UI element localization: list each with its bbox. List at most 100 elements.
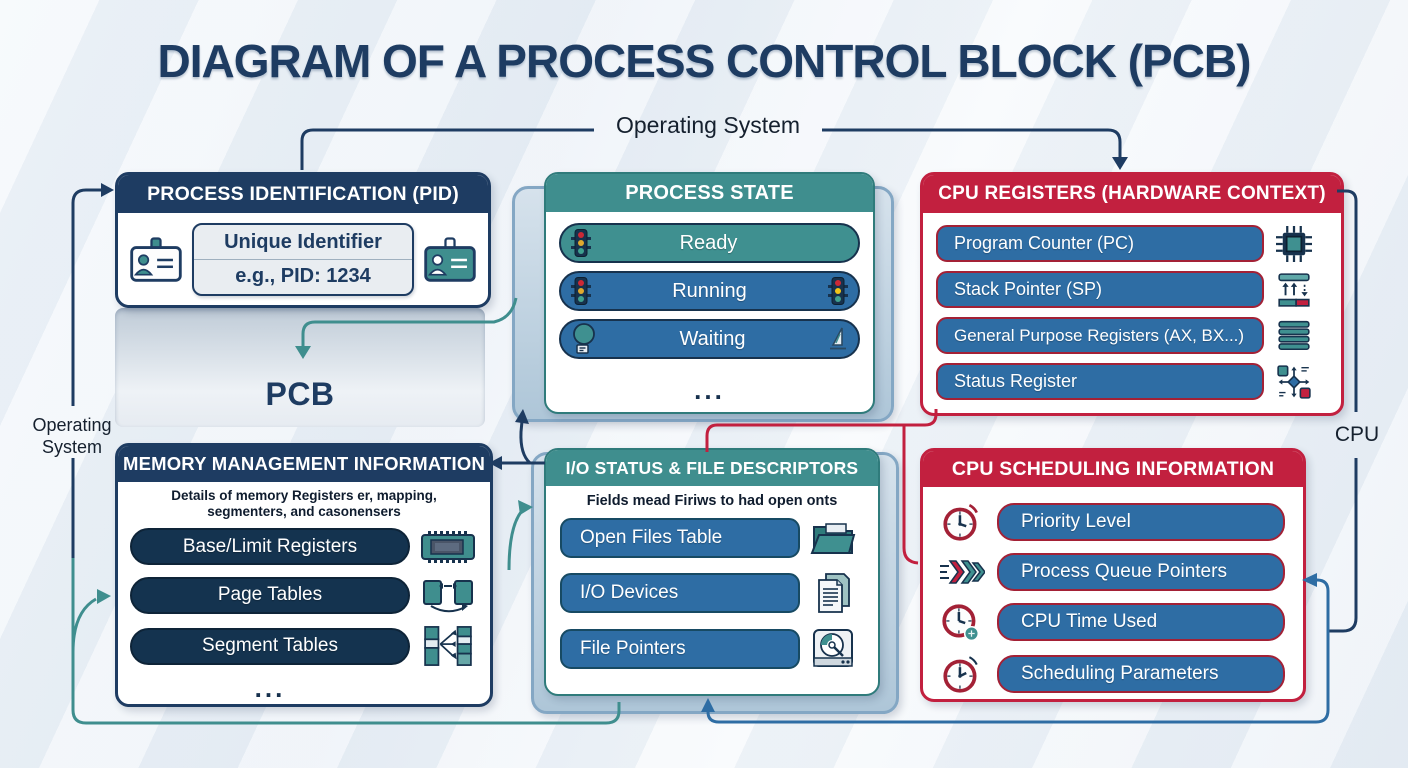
status-register-pill: Status Register xyxy=(936,363,1264,400)
scheduling-row: Priority Level xyxy=(939,501,1303,543)
process-state-ellipsis: ... xyxy=(694,375,725,405)
file-pointers-pill: File Pointers xyxy=(560,629,800,669)
scheduling-row: Scheduling Parameters xyxy=(939,653,1303,695)
base-limit-registers-label: Base/Limit Registers xyxy=(182,535,358,557)
memory-management-box: MEMORY MANAGEMENT INFORMATION Details of… xyxy=(115,443,493,707)
traffic-light-icon xyxy=(828,277,848,305)
right-side-label: CPU xyxy=(1334,423,1380,446)
left-side-label-line1: Operating xyxy=(32,415,112,435)
state-ready-label: Ready xyxy=(679,231,738,254)
process-queue-pointers-pill: Process Queue Pointers xyxy=(997,553,1285,591)
cpu-registers-box: CPU REGISTERS (HARDWARE CONTEXT) Program… xyxy=(920,172,1344,416)
pid-example-label: e.g., PID: 1234 xyxy=(194,259,412,290)
status-register-label: Status Register xyxy=(954,371,1078,391)
priority-level-pill: Priority Level xyxy=(997,503,1285,541)
process-state-title: PROCESS STATE xyxy=(625,181,794,204)
id-card-icon xyxy=(130,236,182,282)
io-status-title: I/O STATUS & FILE DESCRIPTORS xyxy=(565,457,859,478)
left-side-label: Operating System xyxy=(18,414,126,458)
process-identification-box: PROCESS IDENTIFICATION (PID) Unique Iden… xyxy=(115,172,491,308)
process-identification-header: PROCESS IDENTIFICATION (PID) xyxy=(118,175,488,213)
state-running-pill: Running xyxy=(559,271,860,311)
segment-tables-pill: Segment Tables xyxy=(130,627,410,665)
page-tables-pill: Page Tables xyxy=(130,576,410,614)
scheduling-row: Process Queue Pointers xyxy=(939,553,1303,591)
memory-chip-icon xyxy=(421,530,475,563)
cpu-time-used-label: CPU Time Used xyxy=(1021,611,1158,632)
process-state-header: PROCESS STATE xyxy=(546,174,873,212)
scheduling-row: CPU Time Used xyxy=(939,601,1303,643)
clock-badge-icon xyxy=(942,604,980,642)
scheduling-parameters-label: Scheduling Parameters xyxy=(1021,663,1219,684)
page-tables-icon xyxy=(423,580,473,613)
pcb-panel: PCB xyxy=(115,308,485,427)
cpu-registers-rows: Program Counter (PC) Stack Pointer (SP) xyxy=(923,213,1341,400)
io-row: I/O Devices xyxy=(560,572,878,614)
io-status-box: I/O STATUS & FILE DESCRIPTORS Fields mea… xyxy=(544,448,880,696)
open-files-table-pill: Open Files Table xyxy=(560,518,800,558)
left-side-label-line2: System xyxy=(41,437,102,457)
memory-management-title: MEMORY MANAGEMENT INFORMATION xyxy=(122,453,486,474)
memory-row: Page Tables xyxy=(130,576,490,614)
priority-level-label: Priority Level xyxy=(1021,511,1131,532)
memory-row: Base/Limit Registers xyxy=(130,528,490,565)
clock-icon xyxy=(943,504,978,541)
page-tables-label: Page Tables xyxy=(217,584,323,605)
open-files-table-label: Open Files Table xyxy=(580,527,723,548)
cpu-register-row: General Purpose Registers (AX, BX...) xyxy=(936,317,1341,354)
io-status-header: I/O STATUS & FILE DESCRIPTORS xyxy=(546,450,878,486)
memory-management-header: MEMORY MANAGEMENT INFORMATION xyxy=(118,446,490,482)
memory-rows: Base/Limit Registers Page Tables xyxy=(118,520,490,703)
stack-pointer-label: Stack Pointer (SP) xyxy=(954,279,1103,299)
program-counter-label: Program Counter (PC) xyxy=(954,233,1135,253)
segment-tables-label: Segment Tables xyxy=(202,635,338,656)
balloon-icon xyxy=(573,323,595,354)
folder-icon xyxy=(810,523,856,554)
id-badge-icon xyxy=(424,236,476,282)
scheduling-parameters-pill: Scheduling Parameters xyxy=(997,655,1285,693)
file-pointers-label: File Pointers xyxy=(580,638,686,659)
process-queue-pointers-label: Process Queue Pointers xyxy=(1021,561,1227,582)
cpu-registers-header: CPU REGISTERS (HARDWARE CONTEXT) xyxy=(923,175,1341,213)
register-stack-icon xyxy=(1278,320,1310,350)
base-limit-registers-pill: Base/Limit Registers xyxy=(130,528,410,565)
memory-row: Segment Tables xyxy=(130,625,490,667)
cpu-time-used-pill: CPU Time Used xyxy=(997,603,1285,641)
unique-identifier-label: Unique Identifier xyxy=(224,231,382,253)
cpu-register-row: Stack Pointer (SP) xyxy=(936,271,1341,308)
documents-icon xyxy=(818,573,850,613)
memory-ellipsis: ... xyxy=(254,673,286,703)
process-state-rows: Ready Running xyxy=(546,212,873,405)
cpu-scheduling-header: CPU SCHEDULING INFORMATION xyxy=(923,451,1303,487)
io-subtitle: Fields mead Firiws to had open onts xyxy=(586,493,838,509)
program-counter-pill: Program Counter (PC) xyxy=(936,225,1264,262)
clock-icon xyxy=(943,656,978,693)
queue-arrows-icon xyxy=(940,560,985,584)
cpu-scheduling-box: CPU SCHEDULING INFORMATION Priority Leve… xyxy=(920,448,1306,702)
sail-icon xyxy=(830,327,846,350)
general-registers-pill: General Purpose Registers (AX, BX...) xyxy=(936,317,1264,354)
memory-subtitle: Details of memory Registers er, mapping,… xyxy=(118,482,490,520)
unique-identifier-field: Unique Identifier e.g., PID: 1234 xyxy=(192,223,414,296)
state-waiting-label: Waiting xyxy=(679,327,746,350)
cpu-scheduling-rows: Priority Level Process Queue Pointers xyxy=(923,487,1303,695)
io-row: File Pointers xyxy=(560,628,878,670)
cpu-scheduling-title: CPU SCHEDULING INFORMATION xyxy=(951,457,1275,480)
memory-subtitle-line1: Details of memory Registers er, mapping, xyxy=(171,488,437,503)
segment-tables-icon xyxy=(424,626,472,666)
state-ready-pill: Ready xyxy=(559,223,860,263)
state-waiting-pill: Waiting xyxy=(559,319,860,359)
cpu-registers-title: CPU REGISTERS (HARDWARE CONTEXT) xyxy=(938,183,1326,204)
process-identification-title: PROCESS IDENTIFICATION (PID) xyxy=(147,182,459,205)
chip-icon xyxy=(1276,225,1312,262)
process-state-box: PROCESS STATE Ready xyxy=(544,172,875,414)
process-identification-body: Unique Identifier e.g., PID: 1234 xyxy=(118,213,488,305)
stack-pointer-pill: Stack Pointer (SP) xyxy=(936,271,1264,308)
cpu-register-row: Status Register xyxy=(936,363,1341,400)
page-title: DIAGRAM OF A PROCESS CONTROL BLOCK (PCB) xyxy=(157,35,1252,87)
cpu-register-row: Program Counter (PC) xyxy=(936,225,1341,262)
state-running-label: Running xyxy=(672,279,747,302)
io-devices-pill: I/O Devices xyxy=(560,573,800,613)
memory-subtitle-line2: segmenters, and casonensers xyxy=(207,504,401,519)
